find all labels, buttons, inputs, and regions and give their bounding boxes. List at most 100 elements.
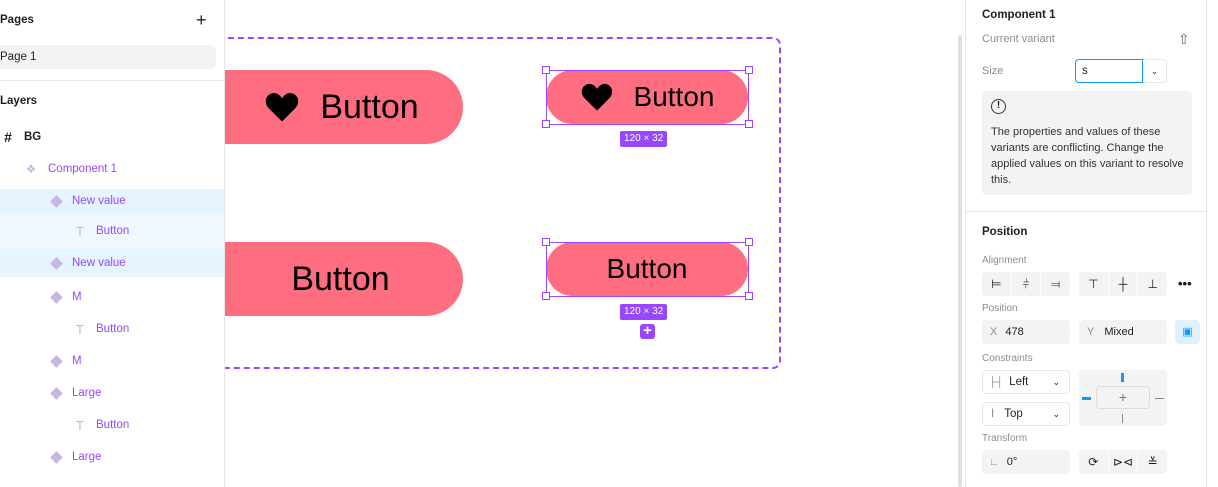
button-text: Button <box>320 87 419 126</box>
x-position-input[interactable]: X 478 <box>982 320 1070 344</box>
resize-handle[interactable] <box>745 238 753 246</box>
button-text: Button <box>291 259 390 298</box>
y-label: Y <box>1087 326 1095 338</box>
page-item[interactable]: Page 1 <box>0 45 216 69</box>
transform-actions: ⟳⊳⊲ ≚ <box>1079 450 1167 474</box>
horizontal-constraint-icon: ├┤ <box>989 376 1004 388</box>
resize-handle[interactable] <box>745 120 753 128</box>
frame-hash-icon: # <box>4 129 12 145</box>
warning-icon: ! <box>991 99 1006 114</box>
absolute-position-icon[interactable]: ▣ <box>1175 320 1200 344</box>
left-constraint[interactable] <box>1082 397 1091 400</box>
variant-diamond-icon <box>49 194 63 208</box>
alignment-label: Alignment <box>982 255 1027 266</box>
text-icon: T <box>76 223 84 239</box>
resize-handle[interactable] <box>745 292 753 300</box>
layers-title: Layers <box>0 95 38 107</box>
variant-diamond-icon <box>49 386 63 400</box>
vertical-constraint-dropdown[interactable]: I Top ⌄ <box>982 402 1070 426</box>
variant-diamond-icon <box>49 354 63 368</box>
layer-large[interactable]: Large <box>0 441 224 473</box>
plus-icon[interactable]: + <box>196 10 207 30</box>
selection-box <box>546 70 749 125</box>
layer-label: BG <box>24 131 42 143</box>
conflict-warning: ! The properties and values of these var… <box>982 91 1192 195</box>
layer-label: New value <box>72 257 126 269</box>
left-panel: Pages + Page 1 Layers # BG ❖ Component 1… <box>0 0 225 487</box>
align-middle-icon[interactable]: ┼ <box>1109 272 1139 296</box>
current-variant-label: Current variant <box>982 33 1055 45</box>
resize-handle[interactable] <box>542 238 550 246</box>
more-icon[interactable]: ••• <box>1178 276 1192 291</box>
heart-icon <box>264 91 300 123</box>
layer-button-text[interactable]: T Button <box>0 409 224 441</box>
go-to-main-component-icon[interactable]: ⇧ <box>1178 31 1190 47</box>
align-bottom-icon[interactable]: ⊥ <box>1147 277 1158 291</box>
vertical-constraint-icon: I <box>991 408 995 420</box>
layer-label: Button <box>96 419 130 431</box>
chevron-down-icon: ⌄ <box>1052 376 1060 387</box>
layer-m[interactable]: M <box>0 345 224 377</box>
layer-label: M <box>72 355 82 367</box>
top-constraint[interactable] <box>1121 373 1124 382</box>
dimension-badge: 120 × 32 <box>620 304 668 320</box>
layer-label: Component 1 <box>48 163 118 175</box>
layer-label: Button <box>96 225 130 237</box>
button-text: Button <box>606 253 688 284</box>
rotation-input[interactable]: ∟ 0° <box>982 450 1070 474</box>
align-center-h-icon[interactable]: ⫩ <box>1012 272 1042 296</box>
layer-button-text[interactable]: T Button <box>0 313 224 345</box>
resize-handle[interactable] <box>542 292 550 300</box>
vertical-align-group: ⊤┼ ⊥ <box>1079 272 1167 296</box>
add-variant-button[interactable]: + <box>640 323 655 339</box>
y-value: Mixed <box>1104 326 1134 338</box>
chevron-down-icon[interactable]: ⌄ <box>1143 59 1167 83</box>
align-right-icon[interactable]: ⫤ <box>1051 276 1061 291</box>
layer-m[interactable]: M <box>0 281 224 313</box>
resize-handle[interactable] <box>542 120 550 128</box>
resize-handle[interactable] <box>745 66 753 74</box>
pages-title: Pages <box>0 14 34 26</box>
layer-label: Large <box>72 387 102 399</box>
flip-horizontal-icon[interactable]: ⊳⊲ <box>1109 450 1139 474</box>
x-label: X <box>990 326 998 338</box>
size-value-input[interactable]: s <box>1075 59 1143 83</box>
variant-diamond-icon <box>49 450 63 464</box>
layer-new-value[interactable]: New value <box>0 249 224 277</box>
heart-icon <box>580 82 614 112</box>
size-property-label: Size <box>982 65 1004 77</box>
inspector-title: Component 1 <box>982 9 1056 21</box>
button-small-with-icon[interactable]: Button <box>546 70 748 124</box>
layer-label: Large <box>72 451 102 463</box>
angle-icon: ∟ <box>989 456 999 468</box>
horizontal-align-group: ⊨⫩ ⫤ <box>982 272 1070 296</box>
center-constraint[interactable]: + <box>1096 386 1150 409</box>
bottom-constraint[interactable] <box>1122 414 1123 423</box>
align-left-icon[interactable]: ⊨ <box>982 272 1012 296</box>
position-label: Position <box>982 303 1018 314</box>
dimension-badge: 120 × 32 <box>620 131 668 147</box>
resize-handle[interactable] <box>542 66 550 74</box>
component-set-icon: ❖ <box>25 164 37 176</box>
button-text: Button <box>633 81 715 112</box>
layer-bg[interactable]: # BG <box>0 121 224 153</box>
layer-component-1[interactable]: ❖ Component 1 <box>0 153 224 185</box>
right-constraint[interactable] <box>1155 398 1164 399</box>
button-small[interactable]: Button <box>546 242 748 296</box>
variant-diamond-icon <box>49 290 63 304</box>
layer-new-value[interactable]: New value <box>0 189 224 213</box>
text-icon: T <box>76 417 84 433</box>
constraints-widget[interactable]: + <box>1079 370 1167 426</box>
position-section-title: Position <box>982 226 1028 238</box>
flip-vertical-icon[interactable]: ≚ <box>1147 455 1158 469</box>
layer-label: Button <box>96 323 130 335</box>
divider <box>0 80 224 81</box>
y-position-input[interactable]: Y Mixed <box>1079 320 1167 344</box>
layer-button-text[interactable]: T Button <box>0 213 224 249</box>
canvas-scrollbar[interactable] <box>958 35 962 487</box>
layer-large[interactable]: Large <box>0 377 224 409</box>
align-top-icon[interactable]: ⊤ <box>1079 272 1109 296</box>
divider <box>966 211 1206 212</box>
horizontal-constraint-dropdown[interactable]: ├┤ Left ⌄ <box>982 370 1070 394</box>
rotate-icon[interactable]: ⟳ <box>1079 450 1109 474</box>
